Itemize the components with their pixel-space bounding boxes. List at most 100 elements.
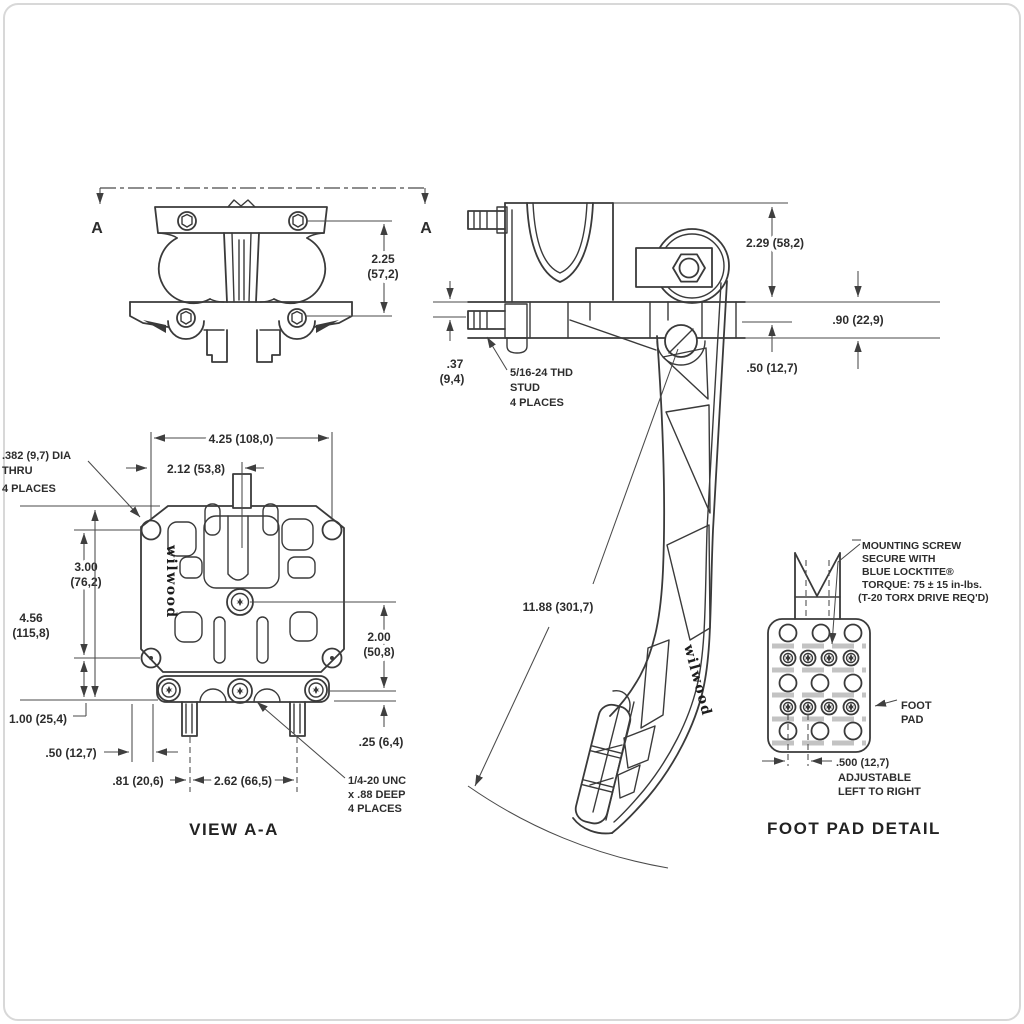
torx-icon xyxy=(236,598,244,606)
stem-hidden-lines xyxy=(805,560,830,618)
ext-425 xyxy=(150,432,333,519)
bolt-hex xyxy=(181,213,193,228)
thread-note-2: x .88 DEEP xyxy=(348,789,405,801)
dim-200-in: 2.00 xyxy=(367,630,391,644)
pivot-bolt-boss xyxy=(656,340,706,366)
dim-212: 2.12 (53,8) xyxy=(167,462,225,476)
ext-right xyxy=(250,601,396,702)
dim-2-25-in: 2.25 xyxy=(371,252,395,266)
stud-lower-boss xyxy=(504,303,528,339)
bolt-hex xyxy=(292,213,304,228)
bolt-hole xyxy=(177,211,197,231)
pad-label-leader xyxy=(874,699,898,707)
pocket xyxy=(289,611,318,642)
dim-81: .81 (20,6) xyxy=(112,774,163,788)
pocket xyxy=(174,611,203,643)
stud-upper-threads xyxy=(473,211,488,229)
right-wedge xyxy=(316,320,339,333)
bracket-top-flange xyxy=(154,206,328,234)
ext-left xyxy=(20,505,160,701)
screw-note-3: BLUE LOCKTITE® xyxy=(862,566,954,578)
screw-note-1: MOUNTING SCREW xyxy=(862,540,961,552)
view-a-a: wilwood 4.25 (108,0) 2.12 (53,8) .382 (9… xyxy=(2,429,406,840)
hole-note-3: 4 PLACES xyxy=(2,483,56,495)
plate-outline xyxy=(140,505,345,673)
dim-50: .50 (12,7) xyxy=(746,361,797,375)
hole-note-1: .382 (9,7) DIA xyxy=(2,450,71,462)
dim-37-in: .37 xyxy=(447,357,464,371)
stud-lower xyxy=(467,310,506,330)
dim-100: 1.00 (25,4) xyxy=(9,712,67,726)
dim-25: .25 (6,4) xyxy=(359,735,404,749)
screw-leader xyxy=(829,543,861,645)
arm-cutout xyxy=(662,347,709,400)
dim-90: .90 (22,9) xyxy=(832,313,883,327)
torx-icon xyxy=(312,686,320,694)
pad-divisions xyxy=(580,744,623,793)
length-leader-upper xyxy=(592,348,679,585)
dim-37-mm: (9,4) xyxy=(440,372,465,386)
torx-icon xyxy=(165,686,173,694)
mount-hole xyxy=(321,647,343,669)
ext-50 xyxy=(131,704,154,762)
stud-centerlines xyxy=(189,737,298,792)
plate-ext-lines xyxy=(433,301,940,339)
pivot-nut-hex xyxy=(672,253,706,283)
bar-screw xyxy=(157,678,181,702)
pad-ribs xyxy=(772,643,866,746)
dim-50aa: .50 (12,7) xyxy=(45,746,96,760)
left-recess xyxy=(157,237,211,305)
left-lobe xyxy=(167,320,205,340)
stud-note-2: STUD xyxy=(510,382,540,394)
pad-screws xyxy=(779,649,860,716)
pad-label-1: FOOT xyxy=(901,700,932,712)
pocket xyxy=(167,521,197,557)
bracket-valley-inner xyxy=(532,202,588,274)
adjust-note-1: ADJUSTABLE xyxy=(838,772,911,784)
bar-screw xyxy=(304,678,328,702)
length-leader-lower xyxy=(474,626,550,787)
screw-note-2: SECURE WITH xyxy=(862,553,936,565)
stem-sides xyxy=(794,552,841,620)
bracket-top-notch xyxy=(227,199,256,208)
arm-left-edge xyxy=(609,335,666,717)
pivot-nut-hole xyxy=(678,257,700,279)
gusset xyxy=(569,319,657,351)
stem-vnotch xyxy=(794,552,841,597)
pocket xyxy=(179,556,203,579)
arm-cutout xyxy=(617,764,641,799)
hole-center xyxy=(149,656,153,660)
section-label-left: A xyxy=(91,220,103,237)
center-rib xyxy=(227,515,249,581)
dim-adjust: .500 (12,7) xyxy=(836,757,890,769)
arm-cutout xyxy=(640,639,670,729)
hole-note-2: THRU xyxy=(2,465,33,477)
ext-lines xyxy=(306,220,392,317)
center-column-outer xyxy=(223,232,260,303)
pad-mount-face xyxy=(592,701,635,821)
pad-top-hook xyxy=(612,690,631,713)
view-aa-title: VIEW A-A xyxy=(189,820,279,839)
mount-hole xyxy=(140,647,162,669)
pad-mount-ribs xyxy=(589,744,623,786)
center-screw-ring xyxy=(230,592,250,612)
plate-logo: wilwood xyxy=(163,544,179,619)
foot-pad-detail: MOUNTING SCREW SECURE WITH BLUE LOCKTITE… xyxy=(762,539,989,838)
bottom-flange-ends xyxy=(129,301,353,328)
dim-300-in: 3.00 xyxy=(74,560,98,574)
dim-11-88: 11.88 (301,7) xyxy=(523,600,594,614)
length-arc xyxy=(467,785,669,869)
thread-note-3: 4 PLACES xyxy=(348,803,402,815)
stud-note-1: 5/16-24 THD xyxy=(510,367,573,379)
tower-pocket xyxy=(262,503,279,536)
pocket xyxy=(281,518,314,551)
stud-note-3: 4 PLACES xyxy=(510,397,564,409)
bolt-hole xyxy=(287,308,307,328)
right-recess xyxy=(273,237,327,305)
pad-holes xyxy=(778,623,863,741)
dim-425: 4.25 (108,0) xyxy=(209,432,274,446)
slot xyxy=(213,616,226,664)
dim-456-mm: (115,8) xyxy=(12,626,49,640)
pad-outline xyxy=(574,703,632,825)
plate-details xyxy=(529,301,737,339)
